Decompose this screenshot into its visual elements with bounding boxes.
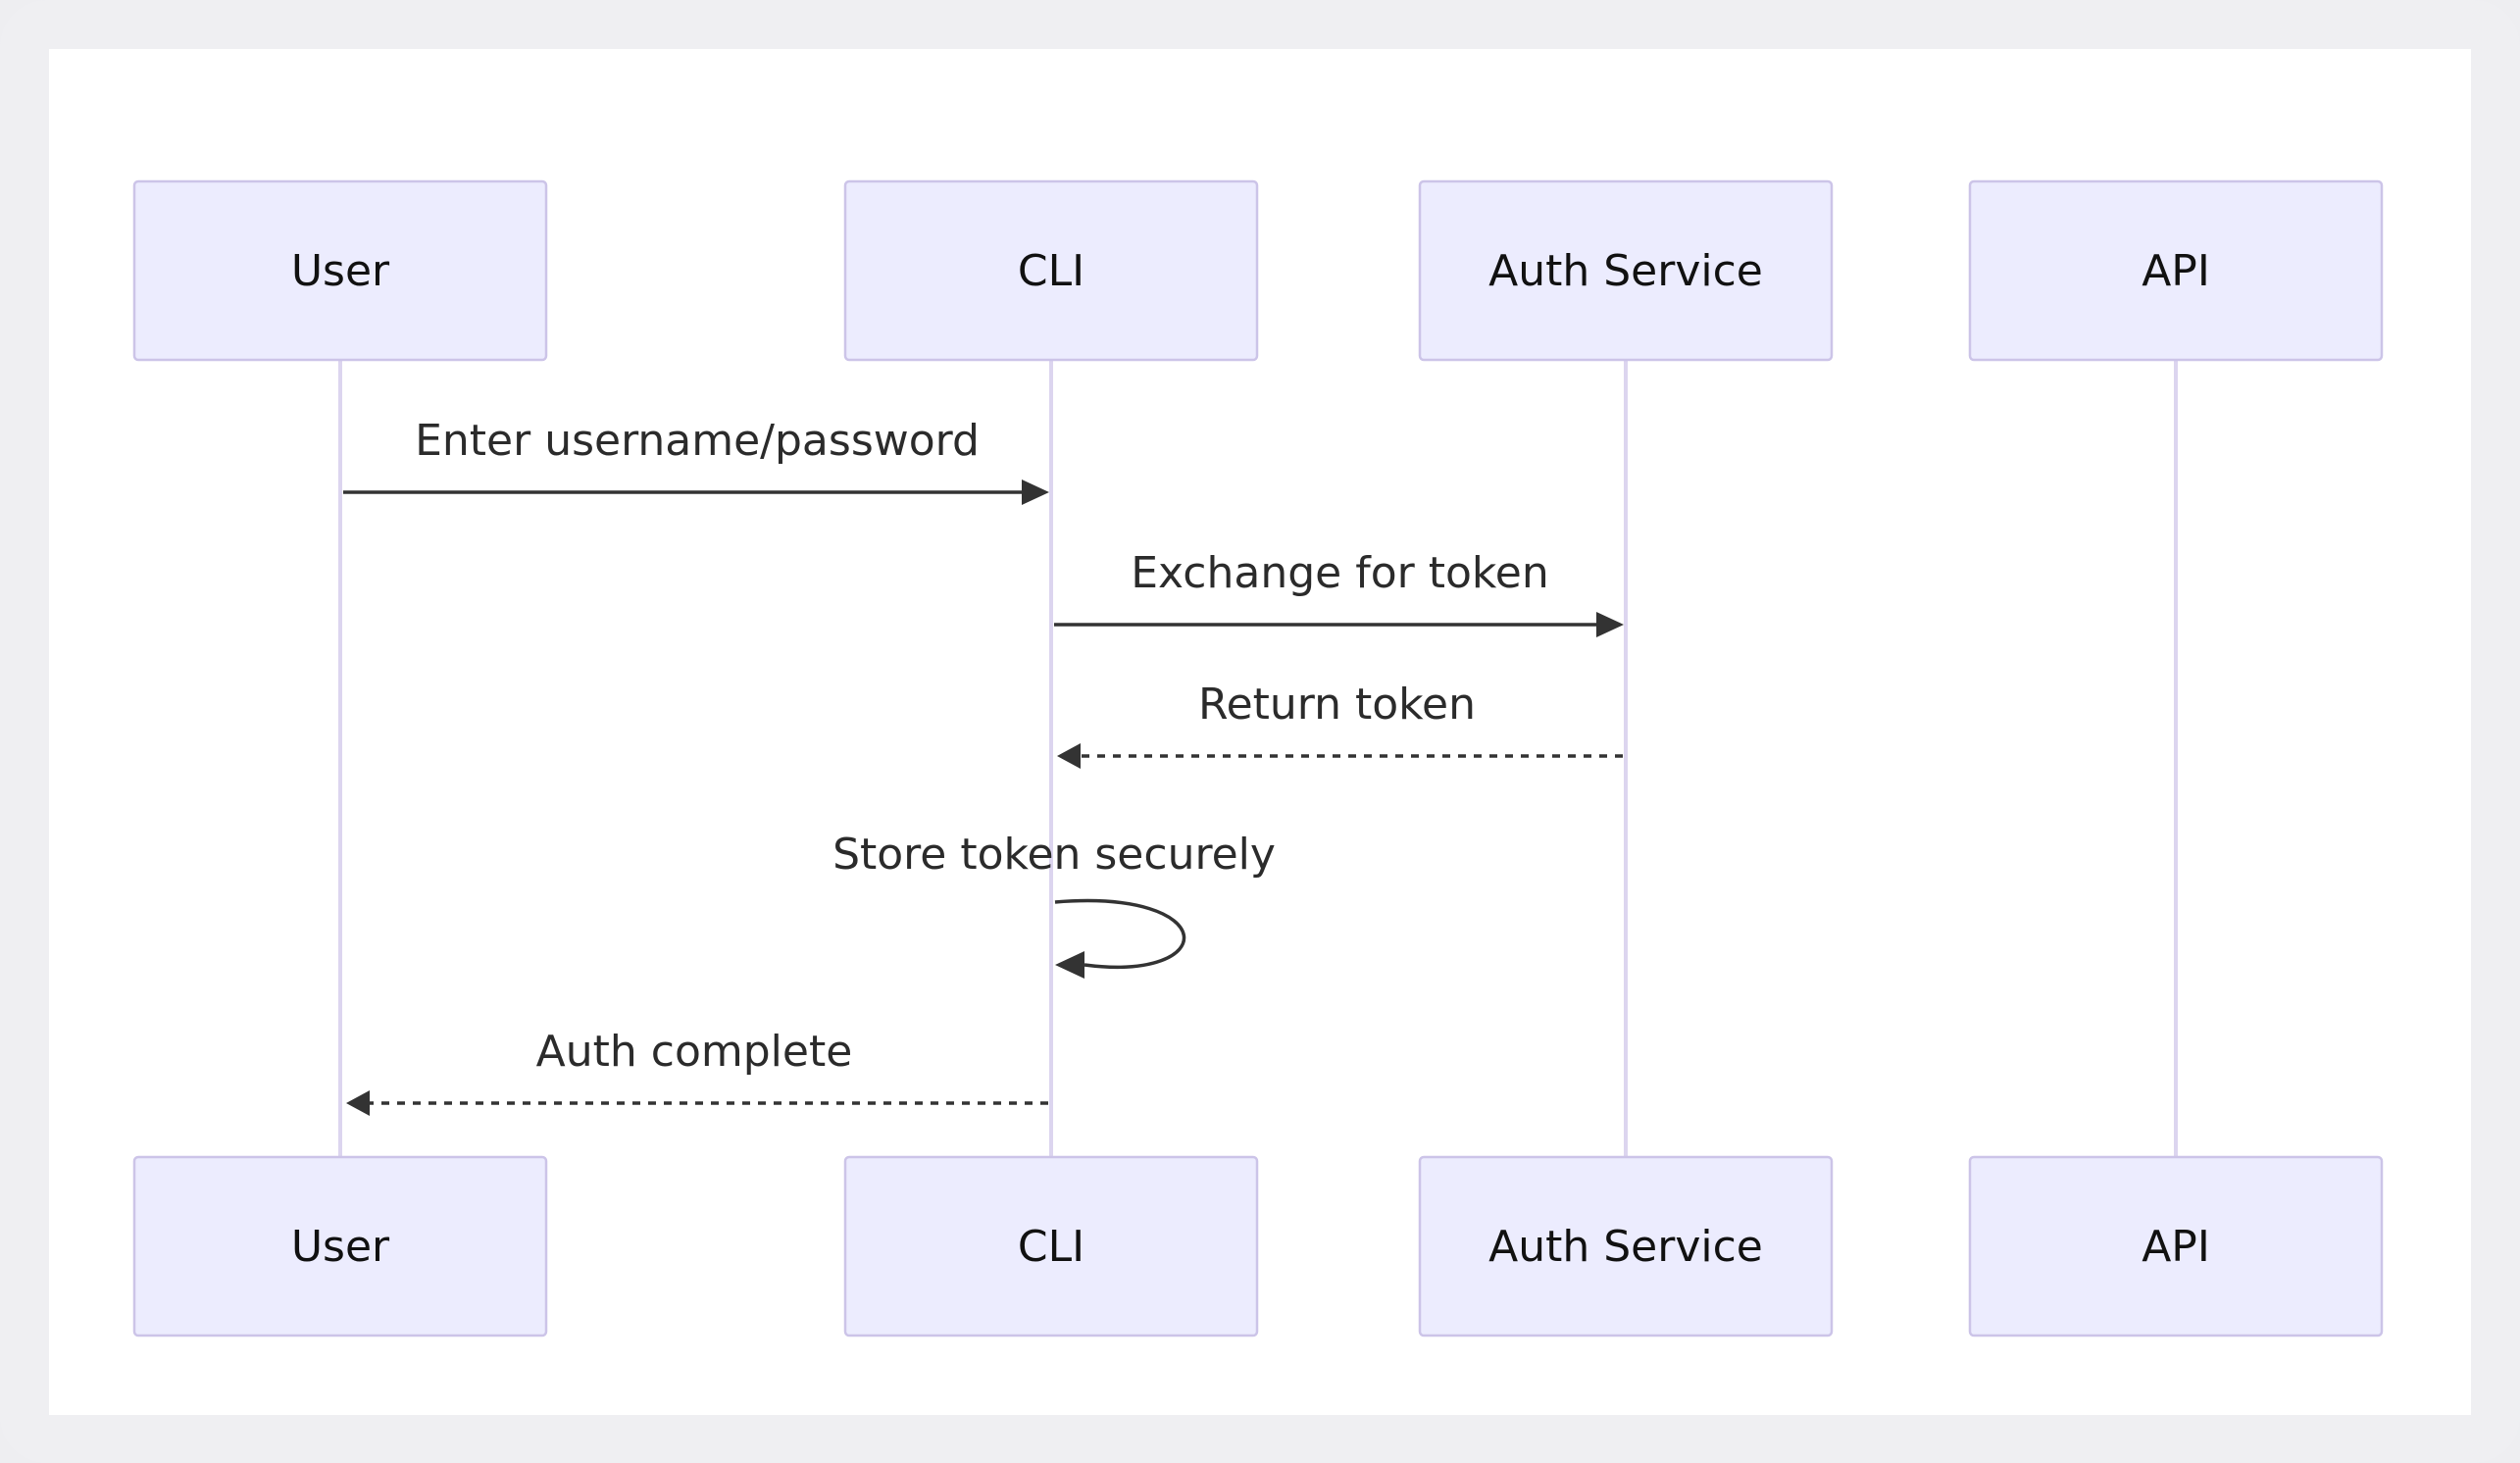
message-label-return-token: Return token xyxy=(1198,680,1476,730)
actor-label-bottom-user: User xyxy=(291,1222,390,1272)
actor-box-bottom-user xyxy=(132,1155,548,1337)
actor-box-bottom-auth-service xyxy=(1418,1155,1834,1337)
actor-label-top-api: API xyxy=(2142,246,2210,296)
actor-label-bottom-auth-service: Auth Service xyxy=(1488,1222,1763,1272)
arrowhead-return-token xyxy=(1057,743,1081,769)
actor-box-top-user xyxy=(132,179,548,362)
message-line-store-token-securely xyxy=(1054,898,1186,969)
message-label-store-token-securely: Store token securely xyxy=(832,830,1276,880)
message-label-enter-username-password: Enter username/password xyxy=(415,416,980,466)
message-label-exchange-for-token: Exchange for token xyxy=(1131,548,1549,598)
actor-label-top-auth-service: Auth Service xyxy=(1488,246,1763,296)
actor-box-bottom-api xyxy=(1968,1155,2384,1337)
actor-box-top-cli xyxy=(843,179,1259,362)
actor-label-bottom-cli: CLI xyxy=(1018,1222,1084,1272)
actor-label-top-cli: CLI xyxy=(1018,246,1084,296)
arrowhead-auth-complete xyxy=(346,1090,370,1116)
arrowhead-exchange-for-token xyxy=(1596,612,1624,637)
actor-label-top-user: User xyxy=(291,246,390,296)
actor-box-bottom-cli xyxy=(843,1155,1259,1337)
actor-label-bottom-api: API xyxy=(2142,1222,2210,1272)
actor-box-top-api xyxy=(1968,179,2384,362)
message-label-auth-complete: Auth complete xyxy=(536,1027,853,1077)
arrowhead-store-token-securely xyxy=(1055,951,1084,979)
actor-box-top-auth-service xyxy=(1418,179,1834,362)
arrowhead-enter-username-password xyxy=(1022,479,1049,505)
